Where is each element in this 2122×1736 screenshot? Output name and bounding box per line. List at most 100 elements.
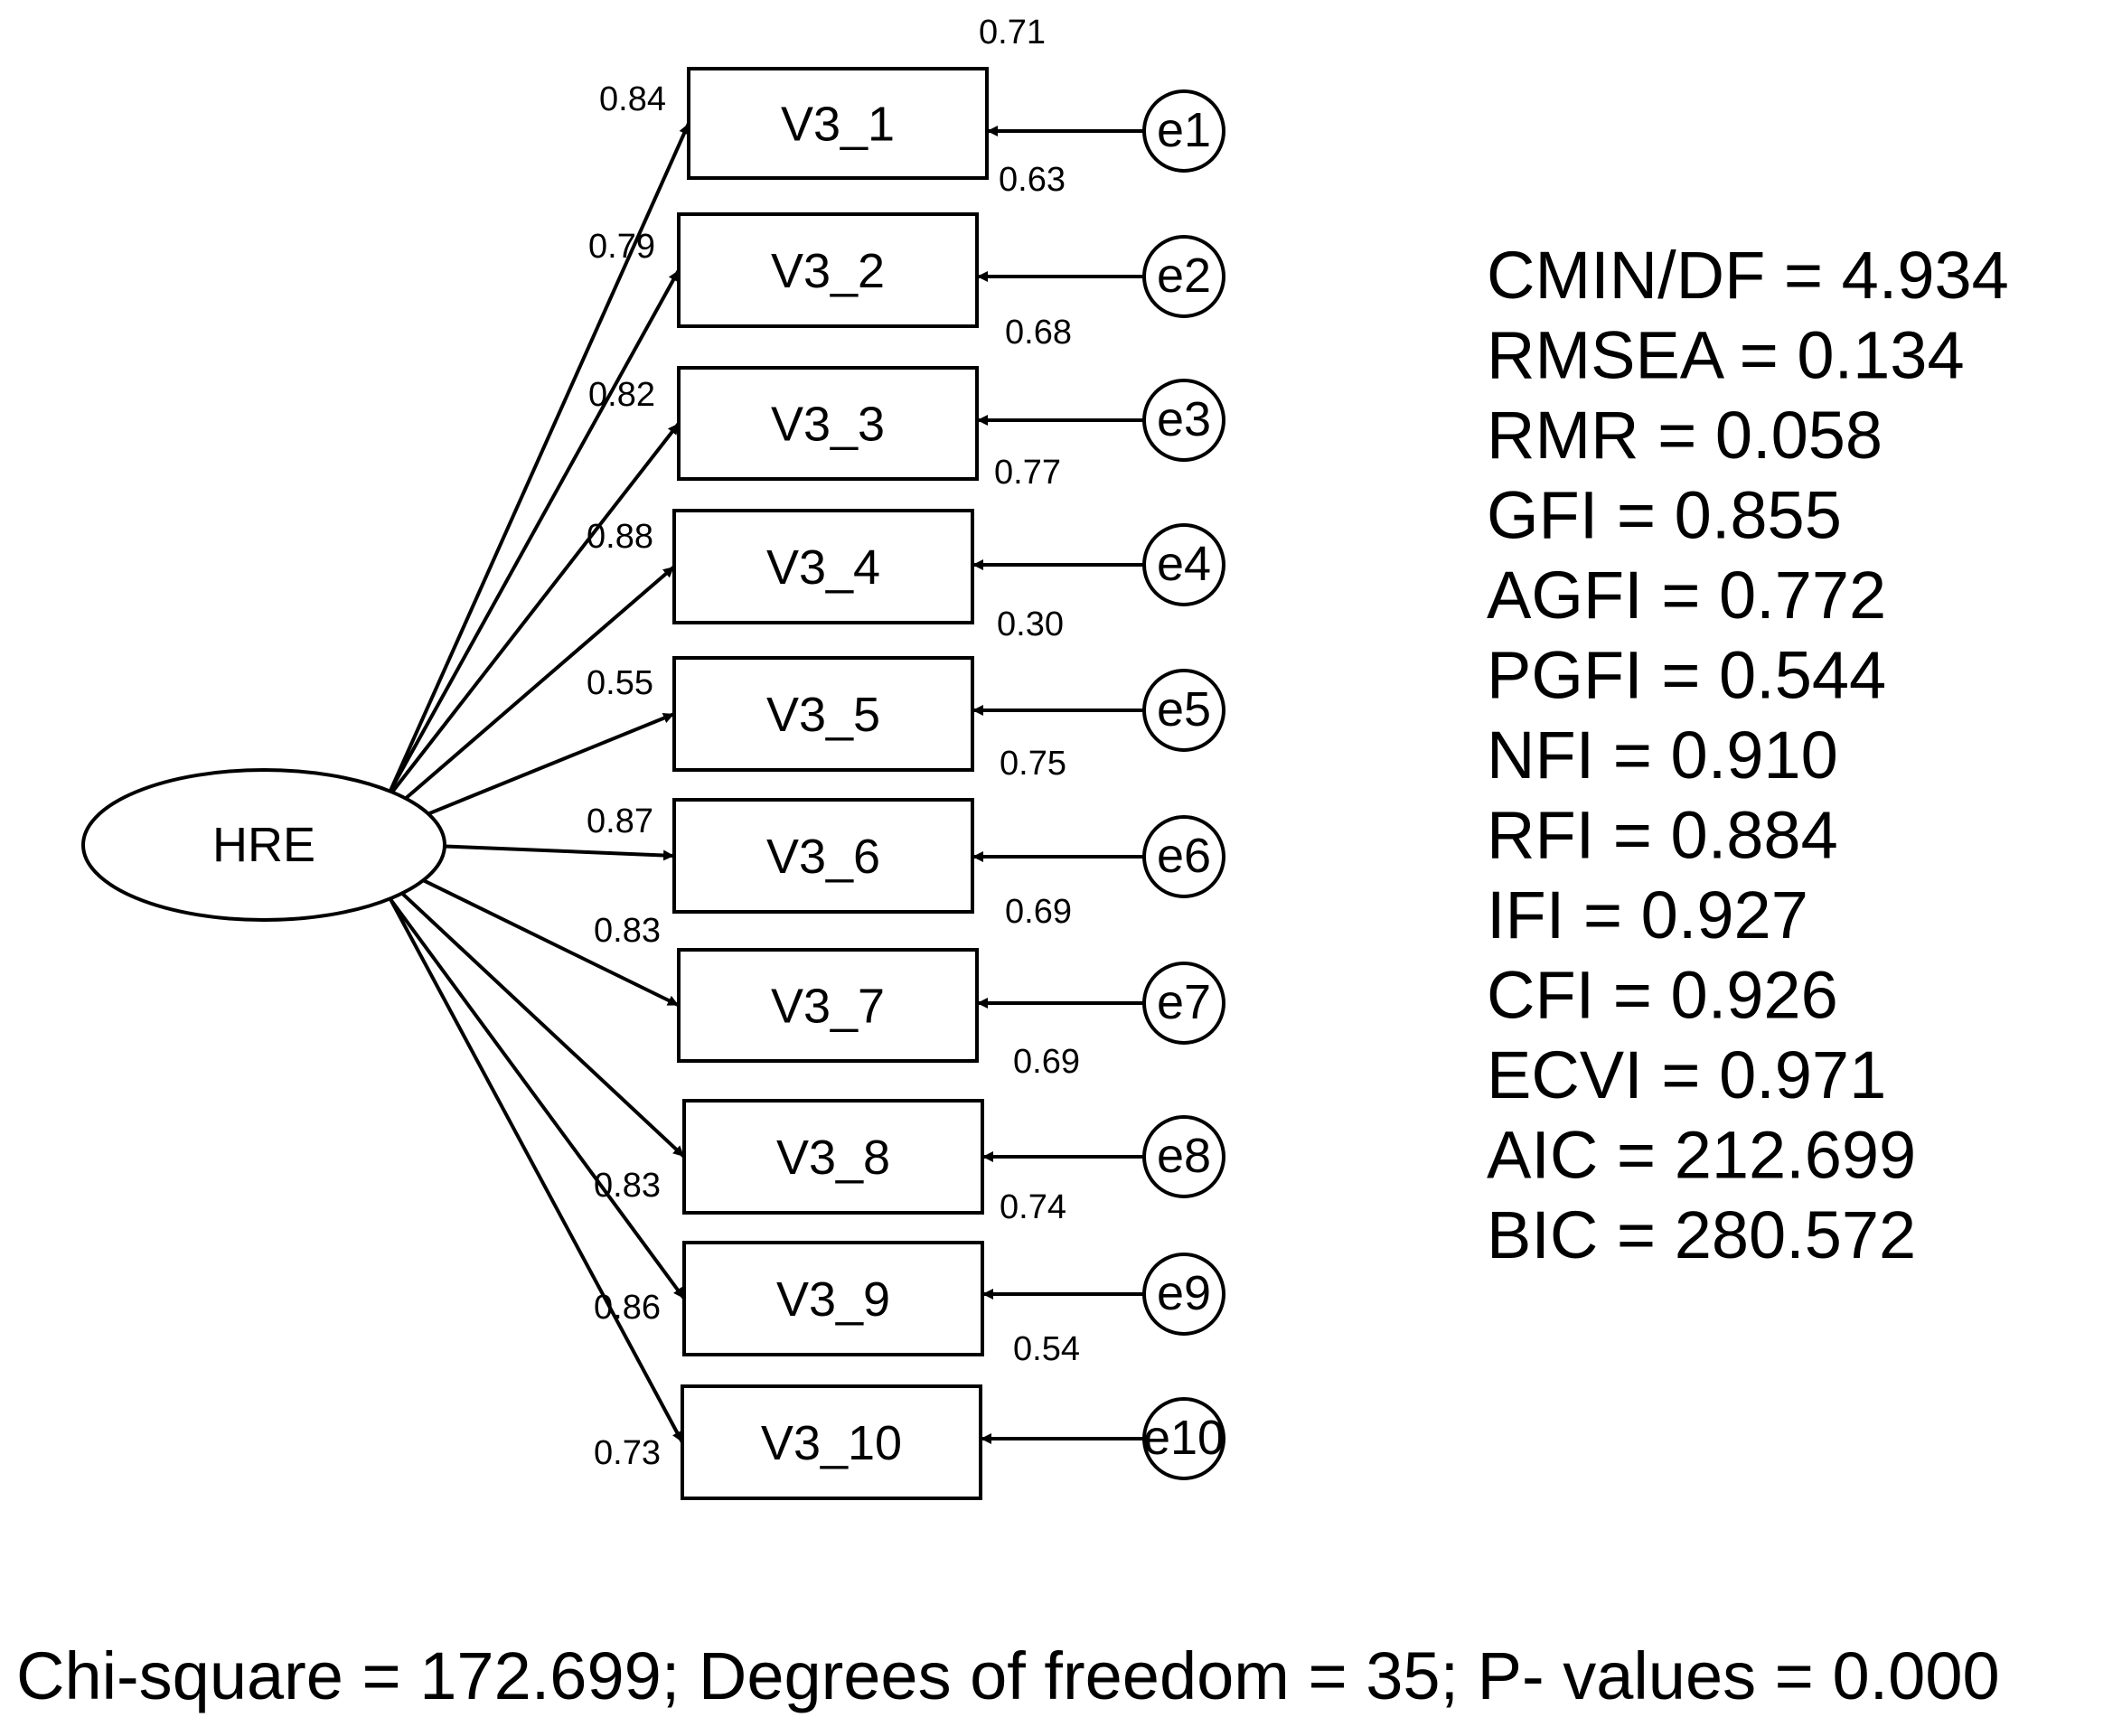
indicator-label-6: V3_6 xyxy=(766,830,880,884)
fit-index-value: 0.855 xyxy=(1675,478,1842,553)
error-label-3: e3 xyxy=(1157,392,1211,446)
fit-index-value: 0.927 xyxy=(1641,877,1808,952)
fit-index-name: ECVI xyxy=(1487,1037,1643,1112)
fit-index-separator: = xyxy=(1721,318,1797,393)
fit-index-rmsea: RMSEA = 0.134 xyxy=(1487,318,1965,393)
fit-index-separator: = xyxy=(1643,1037,1719,1112)
error-label-10: e10 xyxy=(1143,1411,1225,1465)
indicator-box-10 xyxy=(681,1384,982,1500)
indicator-box-5 xyxy=(672,656,974,772)
loading-path-10 xyxy=(389,898,684,1443)
r2-coef-9: 0.54 xyxy=(1013,1330,1080,1368)
error-label-7: e7 xyxy=(1157,975,1211,1029)
r2-coef-4: 0.30 xyxy=(997,605,1064,643)
fit-index-gfi: GFI = 0.855 xyxy=(1487,478,1842,553)
error-circle-6 xyxy=(1142,815,1225,898)
fit-index-name: AIC xyxy=(1487,1118,1598,1193)
fit-index-bic: BIC = 280.572 xyxy=(1487,1197,1916,1272)
loading-coef-4: 0.88 xyxy=(587,518,653,556)
error-label-6: e6 xyxy=(1157,829,1211,883)
indicator-label-7: V3_7 xyxy=(771,980,885,1034)
fit-index-separator: = xyxy=(1643,638,1719,713)
indicator-box-3 xyxy=(677,366,979,481)
indicator-box-4 xyxy=(672,509,974,624)
fit-index-name: RMSEA xyxy=(1487,318,1725,393)
labels-layer: 0.840.710.630.790.680.820.770.880.300.55… xyxy=(587,14,1080,1472)
error-label-4: e4 xyxy=(1157,537,1211,591)
r2-coef-8: 0.74 xyxy=(1000,1188,1066,1226)
error-circle-8 xyxy=(1142,1115,1225,1198)
fit-index-separator: = xyxy=(1598,1118,1674,1193)
r2-coef-7: 0.69 xyxy=(1013,1043,1080,1081)
paths-layer xyxy=(389,122,1144,1444)
error-circle-5 xyxy=(1142,669,1225,752)
fit-index-name: CFI xyxy=(1487,958,1594,1033)
fit-index-name: RFI xyxy=(1487,798,1594,873)
fit-index-separator: = xyxy=(1643,558,1719,633)
latent-hre-label: HRE xyxy=(212,818,315,872)
error-circle-3 xyxy=(1142,379,1225,462)
loading-path-5 xyxy=(390,712,675,831)
fit-index-name: GFI xyxy=(1487,478,1598,553)
fit-index-separator: = xyxy=(1564,877,1640,952)
error-circle-7 xyxy=(1142,962,1225,1045)
fit-index-cmin-df: CMIN/DF = 4.934 xyxy=(1487,238,2009,313)
indicator-label-8: V3_8 xyxy=(776,1131,890,1185)
fit-index-value: 0.058 xyxy=(1715,398,1883,473)
fit-index-separator: = xyxy=(1765,238,1841,313)
indicator-box-1 xyxy=(687,67,989,180)
model-chi-square-footer: Chi-square = 172.699; Degrees of freedom… xyxy=(16,1638,2000,1713)
error-label-1: e1 xyxy=(1157,103,1211,157)
fit-index-name: RMR xyxy=(1487,398,1639,473)
error-circle-10 xyxy=(1142,1397,1225,1480)
fit-index-separator: = xyxy=(1594,718,1670,793)
error-label-8: e8 xyxy=(1157,1129,1211,1183)
fit-index-nfi: NFI = 0.910 xyxy=(1487,718,1838,793)
loading-path-2 xyxy=(389,269,681,792)
r2-coef-1: 0.71 xyxy=(979,14,1046,52)
error-label-2: e2 xyxy=(1157,249,1211,303)
fit-index-value: 0.544 xyxy=(1719,638,1886,713)
loading-coef-6: 0.87 xyxy=(587,802,653,840)
loading-coef-7: 0.83 xyxy=(594,912,661,950)
loading-path-9 xyxy=(389,897,686,1300)
loading-coef-9: 0.86 xyxy=(594,1289,661,1327)
fit-index-name: CMIN/DF xyxy=(1487,238,1765,313)
loading-path-3 xyxy=(389,422,681,796)
fit-index-value: 4.934 xyxy=(1842,238,2009,313)
fit-index-name: AGFI xyxy=(1487,558,1643,633)
fit-index-name: PGFI xyxy=(1487,638,1643,713)
fit-index-value: 0.772 xyxy=(1719,558,1886,633)
latent-hre-ellipse xyxy=(81,768,446,922)
indicator-label-3: V3_3 xyxy=(771,398,885,452)
error-circle-4 xyxy=(1142,523,1225,606)
fit-index-ecvi: ECVI = 0.971 xyxy=(1487,1037,1886,1112)
fit-index-value: 0.971 xyxy=(1719,1037,1886,1112)
fit-index-value: 0.926 xyxy=(1671,958,1838,1033)
loading-coef-2: 0.79 xyxy=(588,228,655,266)
loading-path-7 xyxy=(390,862,680,1008)
fit-index-rfi: RFI = 0.884 xyxy=(1487,798,1838,873)
loading-coef-8: 0.83 xyxy=(594,1167,661,1205)
indicator-box-7 xyxy=(677,948,979,1063)
indicator-label-9: V3_9 xyxy=(776,1272,890,1327)
loading-path-4 xyxy=(389,565,676,813)
fit-index-separator: = xyxy=(1598,478,1674,553)
loading-path-8 xyxy=(389,880,686,1159)
fit-index-separator: = xyxy=(1594,798,1670,873)
fit-index-value: 0.910 xyxy=(1671,718,1838,793)
indicator-box-6 xyxy=(672,798,974,914)
fit-index-value: 0.884 xyxy=(1671,798,1838,873)
fit-index-cfi: CFI = 0.926 xyxy=(1487,958,1838,1033)
r2-coef-2: 0.68 xyxy=(1005,314,1072,352)
loading-coef-5: 0.55 xyxy=(587,664,653,702)
loading-coef-10: 0.73 xyxy=(594,1434,661,1472)
fit-index-pgfi: PGFI = 0.544 xyxy=(1487,638,1886,713)
indicator-label-1: V3_1 xyxy=(781,98,895,152)
r2-coef-5: 0.75 xyxy=(1000,745,1066,783)
fit-index-rmr: RMR = 0.058 xyxy=(1487,398,1883,473)
fit-index-value: 212.699 xyxy=(1675,1118,1917,1193)
